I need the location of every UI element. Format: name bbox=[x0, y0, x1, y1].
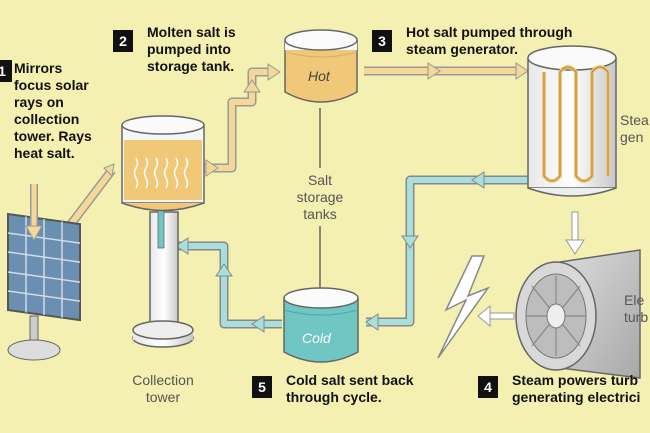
step-2-text: Molten salt is pumped into storage tank. bbox=[147, 24, 236, 74]
step-5-text: Cold salt sent back through cycle. bbox=[286, 372, 414, 405]
lightning-bolt-icon bbox=[437, 255, 491, 359]
collection-tower bbox=[121, 115, 205, 348]
solar-panel-base bbox=[7, 339, 61, 361]
hot-tank bbox=[284, 29, 358, 103]
step-5-number: 5 bbox=[252, 376, 272, 398]
step-1-number: 1 bbox=[0, 60, 12, 82]
step-2: 2 Molten salt is pumped into storage tan… bbox=[113, 24, 273, 75]
steam-generator bbox=[527, 45, 617, 197]
cold-arrowheads bbox=[175, 171, 485, 333]
steam-generator-label: Stea gen bbox=[620, 112, 649, 145]
solar-panel bbox=[7, 212, 81, 322]
step-2-number: 2 bbox=[113, 30, 133, 52]
hot-salt-pipes bbox=[64, 66, 518, 231]
cold-tank-label: Cold bbox=[302, 330, 331, 346]
step-4: 4 Steam powers turb generating electrici bbox=[478, 372, 650, 406]
cold-tank bbox=[283, 287, 359, 363]
turbine bbox=[515, 249, 641, 379]
step-3-text: Hot salt pumped through steam generator. bbox=[406, 24, 573, 57]
step-1-text: Mirrors focus solar rays on collection t… bbox=[14, 60, 92, 161]
hot-tank-label: Hot bbox=[308, 68, 330, 84]
step-3: 3 Hot salt pumped through steam generato… bbox=[372, 24, 650, 58]
hot-arrowheads bbox=[103, 62, 529, 178]
salt-storage-tanks-label: Salt storage tanks bbox=[296, 172, 344, 222]
sun-ray-arrow bbox=[25, 184, 43, 242]
step-5: 5 Cold salt sent back through cycle. bbox=[252, 372, 452, 406]
step-4-number: 4 bbox=[478, 376, 498, 398]
electric-turbine-label: Ele turb bbox=[624, 292, 649, 325]
step-3-number: 3 bbox=[372, 30, 392, 52]
step-1: 1 Mirrors focus solar rays on collection… bbox=[0, 60, 102, 162]
collection-tower-label: Collection tower bbox=[132, 372, 194, 405]
step-4-text: Steam powers turb generating electrici bbox=[512, 372, 641, 405]
steam-arrow bbox=[477, 211, 585, 328]
